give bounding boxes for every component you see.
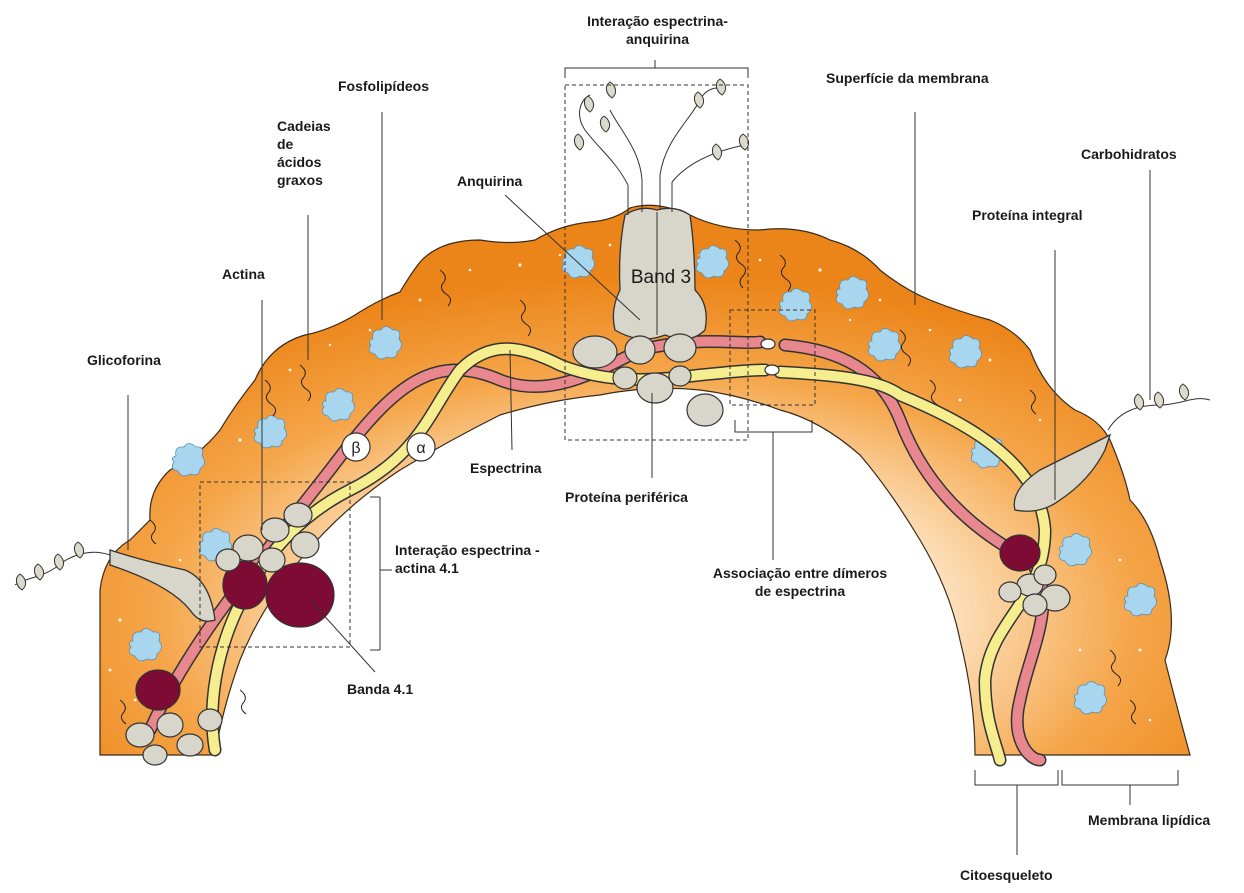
ankyrin-label: Anquirina	[457, 172, 522, 190]
band-41-label: Banda 4.1	[347, 680, 413, 698]
glycophorin-label: Glicoforina	[87, 351, 161, 369]
phospholipids-label: Fosfolipídeos	[338, 77, 429, 95]
spectrin-actin-label: Interação espectrina -actina 4.1	[395, 541, 540, 577]
lipid-membrane-label: Membrana lipídica	[1088, 811, 1210, 829]
carbohydrates-label: Carbohidratos	[1081, 145, 1177, 163]
membrane-surface-label: Superfície da membrana	[826, 69, 989, 87]
cytoskeleton-label: Citoesqueleto	[960, 866, 1053, 884]
beta-marker: β	[342, 433, 370, 461]
spectrin-label: Espectrina	[470, 459, 542, 477]
band3-protein: Band 3	[613, 175, 706, 339]
alpha-marker: α	[407, 433, 435, 461]
integral-protein-label: Proteína integral	[972, 206, 1082, 224]
band3-label: Band 3	[631, 267, 691, 288]
svg-text:α: α	[416, 440, 425, 457]
carbohydrate-tree	[574, 79, 748, 185]
svg-text:β: β	[351, 440, 360, 457]
spectrin-ankyrin-label: Interação espectrina-anquirina	[565, 12, 750, 48]
peripheral-protein-label: Proteína periférica	[565, 488, 688, 506]
actin-label: Actina	[222, 265, 265, 283]
